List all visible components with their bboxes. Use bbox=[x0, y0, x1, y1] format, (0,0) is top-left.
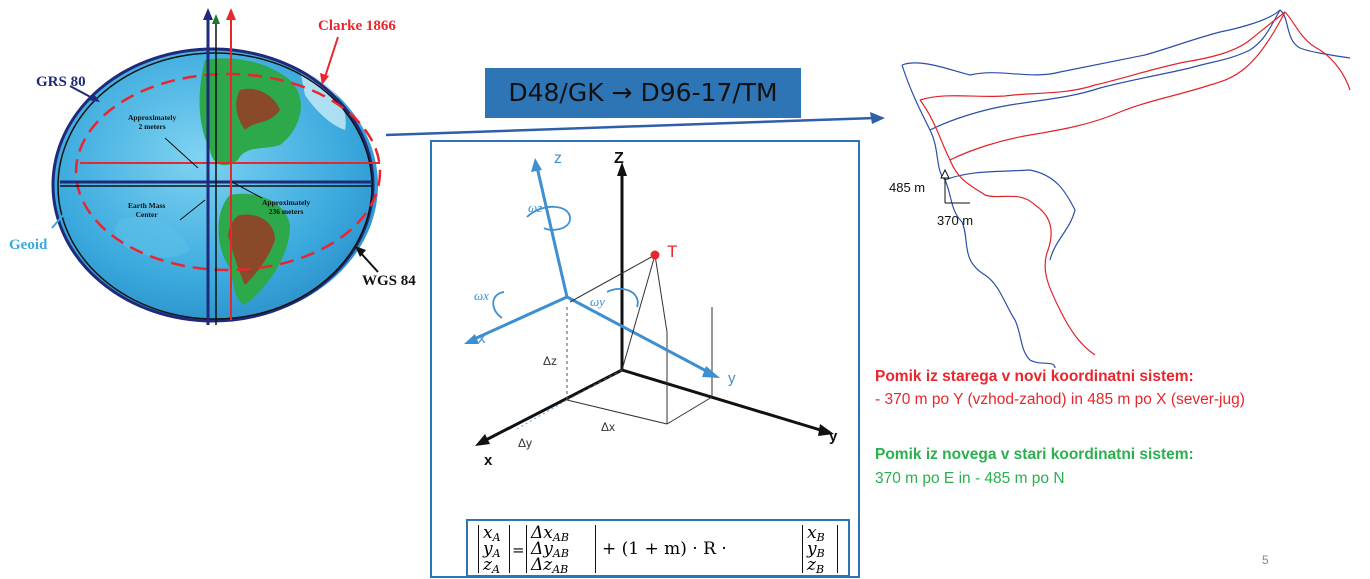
x-old-axis-label: x bbox=[484, 452, 492, 469]
translation-vector: ΔxAB ΔyAB ΔzAB bbox=[526, 525, 596, 573]
delta-z-ab: ΔzAB bbox=[531, 557, 568, 578]
approx-2m-label: Approximately 2 meters bbox=[128, 113, 176, 131]
delta-y-label: Δy bbox=[518, 436, 532, 450]
lhs-vector: xA yA zA bbox=[478, 525, 510, 573]
scale-485m-label: 485 m bbox=[889, 180, 925, 195]
geoid-label: Geoid bbox=[9, 237, 47, 254]
omega-z-label: ωz bbox=[528, 200, 542, 216]
old-boundary-line bbox=[902, 10, 1350, 368]
omega-x-label: ωx bbox=[474, 288, 489, 304]
delta-z-label: Δz bbox=[543, 354, 557, 368]
scale-370m-label: 370 m bbox=[937, 213, 973, 228]
earth-mass-center-label: Earth Mass Center bbox=[128, 201, 165, 219]
clarke-1866-label: Clarke 1866 bbox=[318, 18, 396, 35]
omega-y-label: ωy bbox=[590, 294, 605, 310]
helmert-axes-diagram bbox=[432, 142, 858, 517]
approx-236m-label: Approximately 236 meters bbox=[262, 198, 310, 216]
lhs-z: zA bbox=[483, 557, 500, 578]
new-to-old-text: 370 m po E in - 485 m po N bbox=[875, 470, 1065, 488]
page-number: 5 bbox=[1262, 553, 1269, 567]
wgs84-label: WGS 84 bbox=[362, 273, 416, 290]
z-old-axis-label: Z bbox=[614, 150, 624, 168]
transform-arrow bbox=[380, 110, 890, 140]
grs80-label: GRS 80 bbox=[36, 74, 86, 91]
z-new-axis-label: z bbox=[554, 150, 562, 168]
new-boundary-line bbox=[920, 12, 1350, 355]
x-new-axis-label: x bbox=[478, 330, 486, 347]
old-to-new-title: Pomik iz starega v novi koordinatni sist… bbox=[875, 368, 1194, 386]
boundary-map bbox=[890, 0, 1360, 370]
helmert-formula: xA yA zA = ΔxAB ΔyAB ΔzAB + (1 + m) · R … bbox=[466, 519, 850, 577]
point-t-label: T bbox=[667, 242, 677, 262]
rhs-z: zB bbox=[807, 557, 824, 578]
y-old-axis-label: y bbox=[829, 428, 837, 445]
rhs-vector: xB yB zB bbox=[802, 525, 838, 573]
new-to-old-title: Pomik iz novega v stari koordinatni sist… bbox=[875, 446, 1194, 464]
old-to-new-text: - 370 m po Y (vzhod-zahod) in 485 m po X… bbox=[875, 391, 1245, 409]
scale-rotation-term: + (1 + m) · R · bbox=[602, 539, 727, 559]
y-new-axis-label: y bbox=[728, 370, 736, 387]
delta-x-label: Δx bbox=[601, 420, 615, 434]
